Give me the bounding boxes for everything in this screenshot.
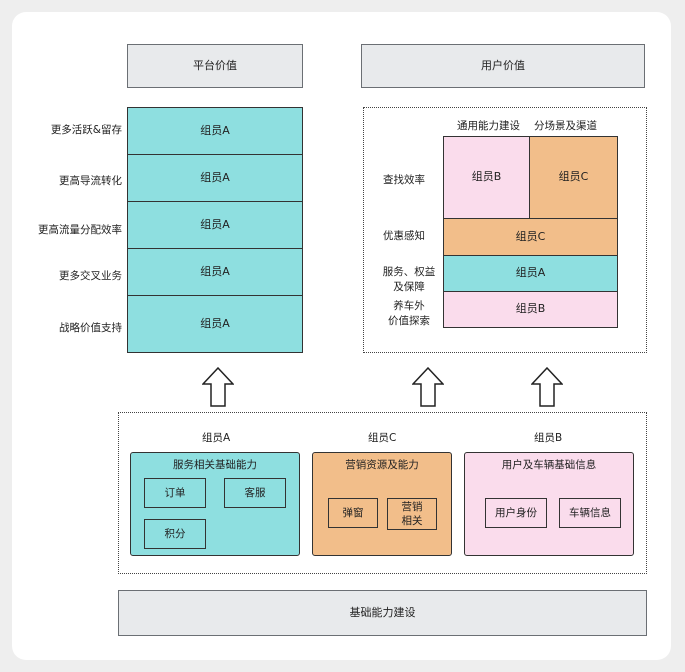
group-owner-a: 组员A [202, 432, 231, 444]
foundation-bar: 基础能力建设 [118, 590, 647, 636]
item-vehicle-info: 车辆信息 [559, 498, 621, 528]
user-row-service: 组员A [443, 255, 618, 292]
item-customer-service: 客服 [224, 478, 286, 508]
row-label-service: 服务、权益 及保障 [382, 266, 436, 293]
panel-title: 用户及车辆基础信息 [501, 459, 597, 471]
user-cell-c: 组员C [529, 136, 618, 219]
up-arrow-icon [202, 367, 234, 407]
user-row-extra: 组员B [443, 291, 618, 328]
marketing-capability-panel: 营销资源及能力 弹窗 营销 相关 [312, 452, 452, 556]
up-arrow-icon [531, 367, 563, 407]
service-capability-panel: 服务相关基础能力 订单 客服 积分 [130, 452, 300, 556]
row-label-discount: 优惠感知 [383, 230, 425, 242]
item-points: 积分 [144, 519, 206, 549]
up-arrow-icon [412, 367, 444, 407]
platform-cell-5: 组员A [127, 295, 303, 353]
row-label-extra-value: 养车外 价值探索 [388, 300, 430, 327]
group-owner-c: 组员C [368, 432, 397, 444]
item-popup: 弹窗 [328, 498, 378, 528]
col-header-general: 通用能力建设 [457, 120, 520, 132]
platform-label-4: 更多交叉业务 [59, 270, 122, 282]
user-value-region [363, 107, 647, 353]
user-row-discount: 组员C [443, 218, 618, 256]
platform-label-1: 更多活跃&留存 [50, 124, 122, 136]
item-marketing-related: 营销 相关 [387, 498, 437, 530]
user-value-header: 用户价值 [361, 44, 645, 88]
platform-cell-3: 组员A [127, 201, 303, 249]
group-owner-b: 组员B [534, 432, 563, 444]
capability-region [118, 412, 647, 574]
panel-title: 服务相关基础能力 [173, 459, 257, 471]
platform-label-5: 战略价值支持 [59, 322, 122, 334]
platform-cell-2: 组员A [127, 154, 303, 202]
item-user-identity: 用户身份 [485, 498, 547, 528]
platform-value-header: 平台价值 [127, 44, 303, 88]
user-vehicle-info-panel: 用户及车辆基础信息 用户身份 车辆信息 [464, 452, 634, 556]
platform-cell-4: 组员A [127, 248, 303, 296]
platform-label-2: 更高导流转化 [59, 175, 122, 187]
item-order: 订单 [144, 478, 206, 508]
diagram-card: 平台价值 用户价值 更多活跃&留存 更高导流转化 更高流量分配效率 更多交叉业务… [12, 12, 671, 660]
platform-label-3: 更高流量分配效率 [38, 224, 122, 236]
col-header-scenario: 分场景及渠道 [534, 120, 597, 132]
user-cell-b: 组员B [443, 136, 530, 219]
row-label-search: 查找效率 [383, 174, 425, 186]
panel-title: 营销资源及能力 [345, 459, 419, 471]
platform-cell-1: 组员A [127, 107, 303, 155]
